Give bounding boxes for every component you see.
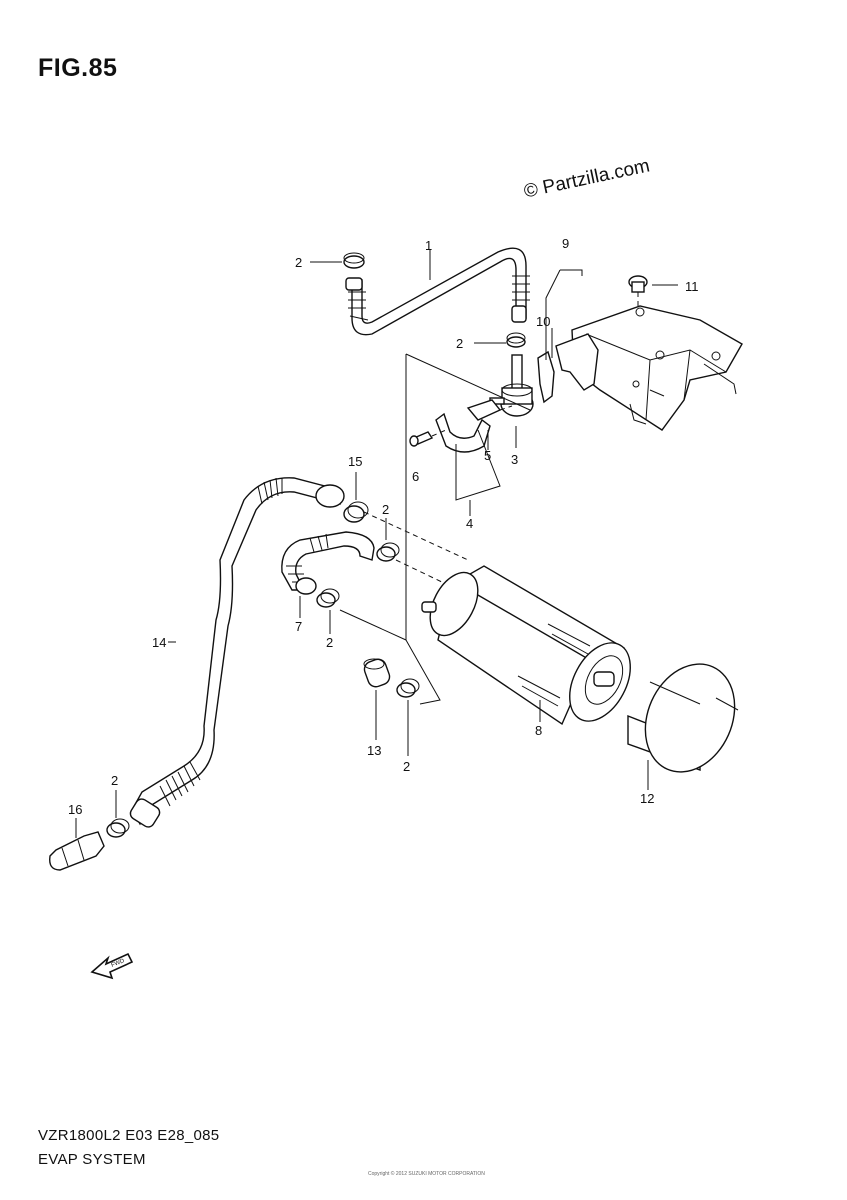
clamp-upper-right [506, 332, 526, 348]
cover-part-12 [627, 663, 739, 773]
fitting-part-16 [49, 831, 105, 871]
callout-8: 8 [535, 723, 542, 738]
clamp-part-15 [343, 501, 369, 523]
figure-title: FIG.85 [38, 54, 118, 82]
clip-part-10 [537, 333, 599, 404]
callout-6: 6 [412, 469, 419, 484]
callout-16: 16 [68, 802, 82, 817]
callout-15: 15 [348, 454, 362, 469]
hose-part-14 [129, 477, 345, 828]
connection-line-upper [363, 511, 469, 561]
phantom-outline [339, 353, 531, 705]
callout-1: 1 [425, 238, 432, 253]
copyright-small-print: Copyright © 2012 SUZUKI MOTOR CORPORATIO… [368, 1171, 485, 1177]
callout-10: 10 [536, 314, 550, 329]
nut-part-11 [628, 275, 648, 308]
bracket-part-9 [571, 305, 743, 431]
leader-lines [75, 250, 678, 838]
callout-2: 2 [403, 759, 410, 774]
clamp-lower [396, 678, 420, 698]
callout-2: 2 [295, 255, 302, 270]
callout-2: 2 [111, 773, 118, 788]
callout-2: 2 [382, 502, 389, 517]
clamp-hose-end [106, 818, 130, 838]
system-name: EVAP SYSTEM [38, 1151, 146, 1168]
connection-line-middle [395, 559, 447, 585]
fwd-arrow-icon: FWD [90, 952, 134, 980]
callout-5: 5 [484, 448, 491, 463]
callout-2: 2 [456, 336, 463, 351]
callout-2: 2 [326, 635, 333, 650]
screw-part-6 [409, 429, 447, 447]
canister-part-8 [421, 565, 631, 726]
pipe-part-13 [363, 658, 391, 688]
fwd-label: FWD [111, 958, 127, 969]
clamp-upper-left [343, 252, 365, 269]
clamp-bracket-part-5 [435, 399, 513, 453]
callout-3: 3 [511, 452, 518, 467]
callout-13: 13 [367, 743, 381, 758]
clamp-mid-left [316, 588, 340, 608]
clamp-mid-right [376, 542, 400, 562]
callout-9: 9 [562, 236, 569, 251]
model-code: VZR1800L2 E03 E28_085 [38, 1127, 220, 1144]
callout-14: 14 [152, 635, 166, 650]
hose-part-7 [281, 531, 375, 595]
hose-part-1 [345, 247, 530, 336]
callout-4: 4 [466, 516, 473, 531]
callout-7: 7 [295, 619, 302, 634]
callout-12: 12 [640, 791, 654, 806]
callout-11: 11 [685, 279, 699, 294]
